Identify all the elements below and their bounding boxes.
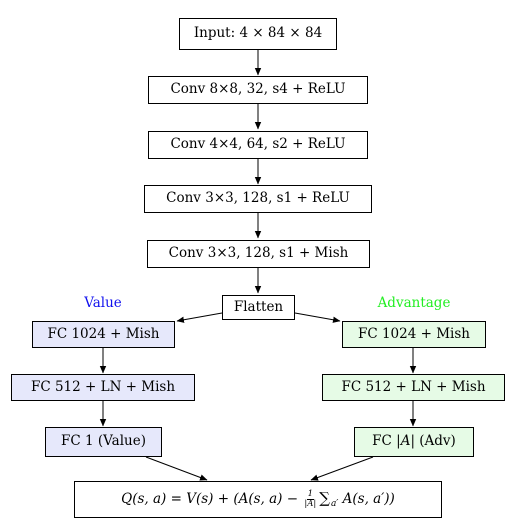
conv2-node: Conv 4×4, 64, s2 + ReLU: [148, 131, 368, 159]
adv-fc2-node: FC 512 + LN + Mish: [322, 374, 505, 401]
edge-value-q: [145, 456, 208, 481]
value-fc1-label: FC 1024 + Mish: [47, 325, 160, 342]
value-fc1-node: FC 1024 + Mish: [32, 321, 175, 348]
q-formula-node: Q(s, a) = V(s) + (A(s, a) − 1|A|∑a′ A(s,…: [74, 481, 442, 518]
adv-fc3-node: FC |A| (Adv): [354, 427, 474, 457]
conv4-label: Conv 3×3, 128, s1 + Mish: [168, 245, 349, 262]
input-node: Input: 4 × 84 × 84: [179, 18, 337, 50]
conv3-label: Conv 3×3, 128, s1 + ReLU: [166, 190, 350, 207]
adv-fc3-label: FC |A| (Adv): [372, 435, 456, 449]
adv-fc2-label: FC 512 + LN + Mish: [341, 378, 486, 395]
edge-flatten-value: [176, 312, 223, 323]
q-formula: Q(s, a) = V(s) + (A(s, a) − 1|A|∑a′ A(s,…: [121, 490, 395, 509]
adv-fc3-prefix: FC |: [372, 433, 401, 450]
conv2-label: Conv 4×4, 64, s2 + ReLU: [170, 136, 346, 153]
den-bar-left: |: [304, 498, 308, 509]
edge-flatten-adv: [294, 312, 341, 323]
adv-fc3-suffix: | (Adv): [410, 433, 456, 450]
conv3-node: Conv 3×3, 128, s1 + ReLU: [144, 185, 372, 213]
advantage-branch-label: Advantage: [377, 295, 451, 311]
value-fc3-label: FC 1 (Value): [61, 433, 146, 450]
q-formula-lhs: Q(s, a) = V(s) + (A(s, a) −: [121, 490, 303, 507]
conv1-node: Conv 8×8, 32, s4 + ReLU: [148, 76, 368, 104]
value-branch-label: Value: [84, 295, 122, 311]
action-set-symbol: A: [400, 433, 411, 450]
den-bar-right: |: [313, 498, 317, 509]
value-fc3-node: FC 1 (Value): [45, 427, 162, 457]
fraction-numerator: 1: [306, 489, 314, 500]
q-formula-fraction: 1|A|: [304, 490, 316, 509]
adv-fc1-node: FC 1024 + Mish: [342, 321, 486, 348]
flatten-label: Flatten: [233, 298, 284, 315]
fraction-denominator: |A|: [304, 498, 317, 509]
flatten-node: Flatten: [222, 295, 295, 320]
value-fc2-node: FC 512 + LN + Mish: [11, 374, 195, 401]
sum-symbol: ∑: [319, 488, 330, 507]
input-label: Input: 4 × 84 × 84: [193, 25, 323, 42]
q-formula-rhs: A(s, a′)): [338, 490, 395, 507]
den-set-symbol: A: [307, 498, 314, 509]
value-fc2-label: FC 512 + LN + Mish: [30, 378, 176, 395]
adv-fc1-label: FC 1024 + Mish: [357, 325, 470, 342]
conv4-node: Conv 3×3, 128, s1 + Mish: [147, 240, 370, 268]
conv1-label: Conv 8×8, 32, s4 + ReLU: [170, 81, 346, 98]
edge-adv-q: [310, 456, 374, 481]
sum-subscript: a′: [330, 498, 339, 509]
